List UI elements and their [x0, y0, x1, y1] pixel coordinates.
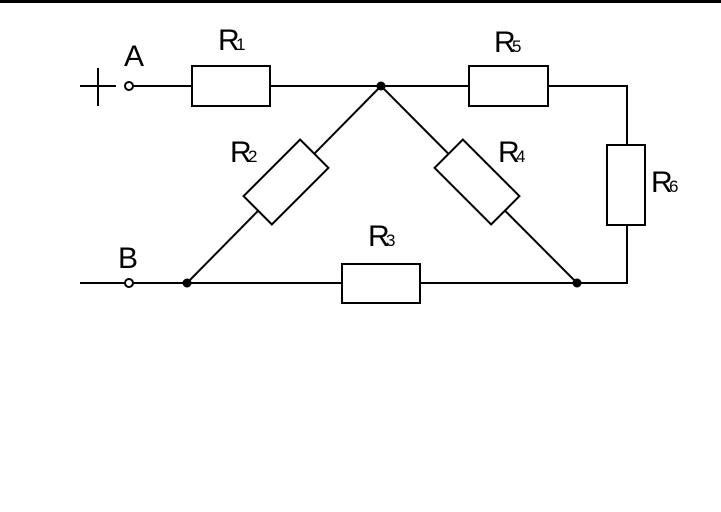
label-r2-letter: R	[230, 136, 252, 169]
label-r5: R 5	[494, 26, 521, 59]
terminal-b	[124, 278, 134, 288]
resistor-r1	[191, 65, 271, 107]
node-top	[376, 81, 386, 91]
top-border	[0, 0, 721, 3]
resistor-r3	[341, 263, 421, 304]
label-r2-index: 2	[248, 147, 257, 166]
label-r1-letter: R	[218, 24, 240, 57]
label-r5-index: 5	[512, 37, 521, 56]
node-right	[572, 278, 582, 288]
top-wire	[133, 85, 628, 145]
label-r6-index: 6	[669, 177, 678, 196]
label-r6: R 6	[651, 166, 678, 199]
label-r1: R 1	[218, 24, 245, 57]
label-r6-letter: R	[651, 166, 673, 199]
label-r3: R 3	[368, 220, 395, 253]
resistor-r4	[433, 138, 521, 226]
terminal-b-label: B	[118, 242, 138, 275]
resistor-r2	[242, 138, 330, 226]
label-r4-index: 4	[516, 147, 525, 166]
label-r4: R 4	[498, 136, 525, 169]
plus-sign-icon	[80, 68, 116, 106]
terminal-a	[124, 81, 134, 91]
label-r4-letter: R	[498, 136, 520, 169]
label-r5-letter: R	[494, 26, 516, 59]
label-r2: R 2	[230, 136, 257, 169]
resistor-r5	[468, 65, 549, 107]
right-wire	[577, 225, 628, 284]
label-r3-index: 3	[386, 231, 395, 250]
label-r1-index: 1	[236, 35, 245, 54]
resistor-r6	[606, 144, 646, 226]
label-r3-letter: R	[368, 220, 390, 253]
node-left	[182, 278, 192, 288]
terminal-a-label: A	[124, 40, 144, 73]
